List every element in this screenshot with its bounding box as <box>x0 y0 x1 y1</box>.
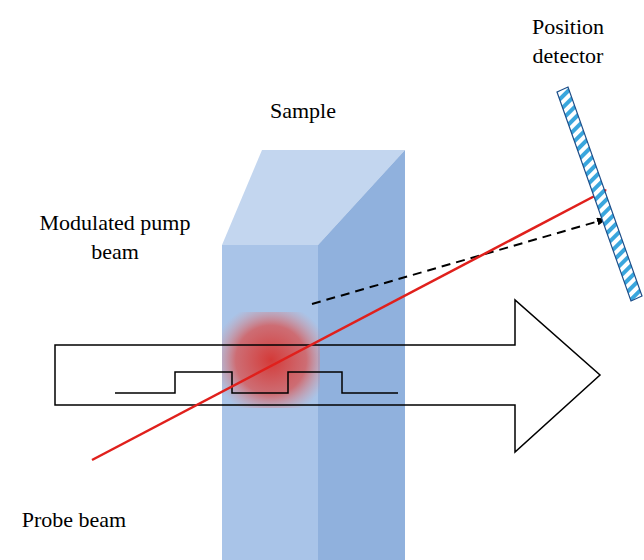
deflected-beam <box>312 219 606 304</box>
sample-slab <box>222 150 405 560</box>
position-detector <box>557 87 642 301</box>
sample-label: Sample <box>248 96 358 125</box>
probe-label: Probe beam <box>4 505 144 534</box>
modulation-wave <box>115 372 398 393</box>
pump-arrow <box>55 300 600 452</box>
detector-label: Position detector <box>498 12 638 70</box>
pump-label: Modulated pump beam <box>30 208 200 266</box>
